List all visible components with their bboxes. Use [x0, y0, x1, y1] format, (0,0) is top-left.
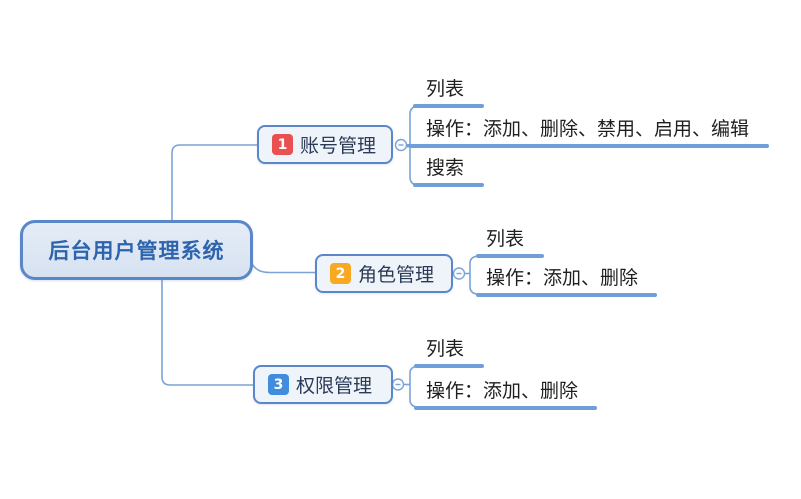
collapse-toggle-branch2[interactable]	[452, 267, 466, 280]
collapse-toggle-branch3[interactable]	[391, 378, 405, 391]
leaf-topic-label: 操作：添加、删除、禁用、启用、编辑	[426, 118, 750, 140]
leaf-topic-account-search[interactable]: 搜索	[413, 156, 484, 187]
priority-badge-2: 2	[330, 263, 351, 284]
leaf-underline	[414, 364, 484, 368]
branch-topic-role[interactable]: 2 角色管理	[315, 254, 453, 293]
leaf-underline	[414, 406, 597, 410]
leaf-topic-label: 搜索	[426, 157, 465, 179]
leaf-underline	[476, 293, 657, 297]
leaf-topic-label: 列表	[426, 78, 465, 100]
connector-root-branch1	[171, 144, 257, 220]
leaf-topic-label: 列表	[426, 338, 465, 360]
connector-branch2-children	[469, 254, 483, 296]
priority-badge-3: 3	[268, 374, 289, 395]
leaf-topic-label: 操作：添加、删除	[426, 380, 579, 402]
leaf-underline	[413, 104, 484, 108]
leaf-topic-role-operations[interactable]: 操作：添加、删除	[476, 266, 657, 297]
leaf-underline	[476, 254, 544, 258]
connector-root-branch3	[161, 280, 253, 386]
leaf-topic-permission-list[interactable]: 列表	[414, 337, 484, 368]
leaf-topic-label: 操作：添加、删除	[486, 267, 639, 289]
branch-topic-label: 角色管理	[358, 264, 435, 286]
branch-topic-permission[interactable]: 3 权限管理	[253, 365, 393, 404]
leaf-underline	[413, 183, 484, 187]
leaf-topic-account-operations[interactable]: 操作：添加、删除、禁用、启用、编辑	[409, 117, 769, 148]
leaf-underline	[409, 144, 769, 148]
branch-topic-label: 账号管理	[300, 135, 377, 157]
root-topic[interactable]: 后台用户管理系统	[20, 220, 253, 280]
root-topic-label: 后台用户管理系统	[48, 239, 225, 263]
leaf-topic-role-list[interactable]: 列表	[476, 227, 544, 258]
branch-topic-label: 权限管理	[296, 375, 373, 397]
priority-badge-1: 1	[272, 134, 293, 155]
leaf-topic-label: 列表	[486, 228, 525, 250]
leaf-topic-account-list[interactable]: 列表	[413, 77, 484, 108]
collapse-toggle-branch1[interactable]	[394, 138, 408, 152]
connector-root-branch2	[251, 263, 315, 274]
branch-topic-account[interactable]: 1 账号管理	[257, 125, 393, 164]
leaf-topic-permission-operations[interactable]: 操作：添加、删除	[414, 379, 597, 410]
